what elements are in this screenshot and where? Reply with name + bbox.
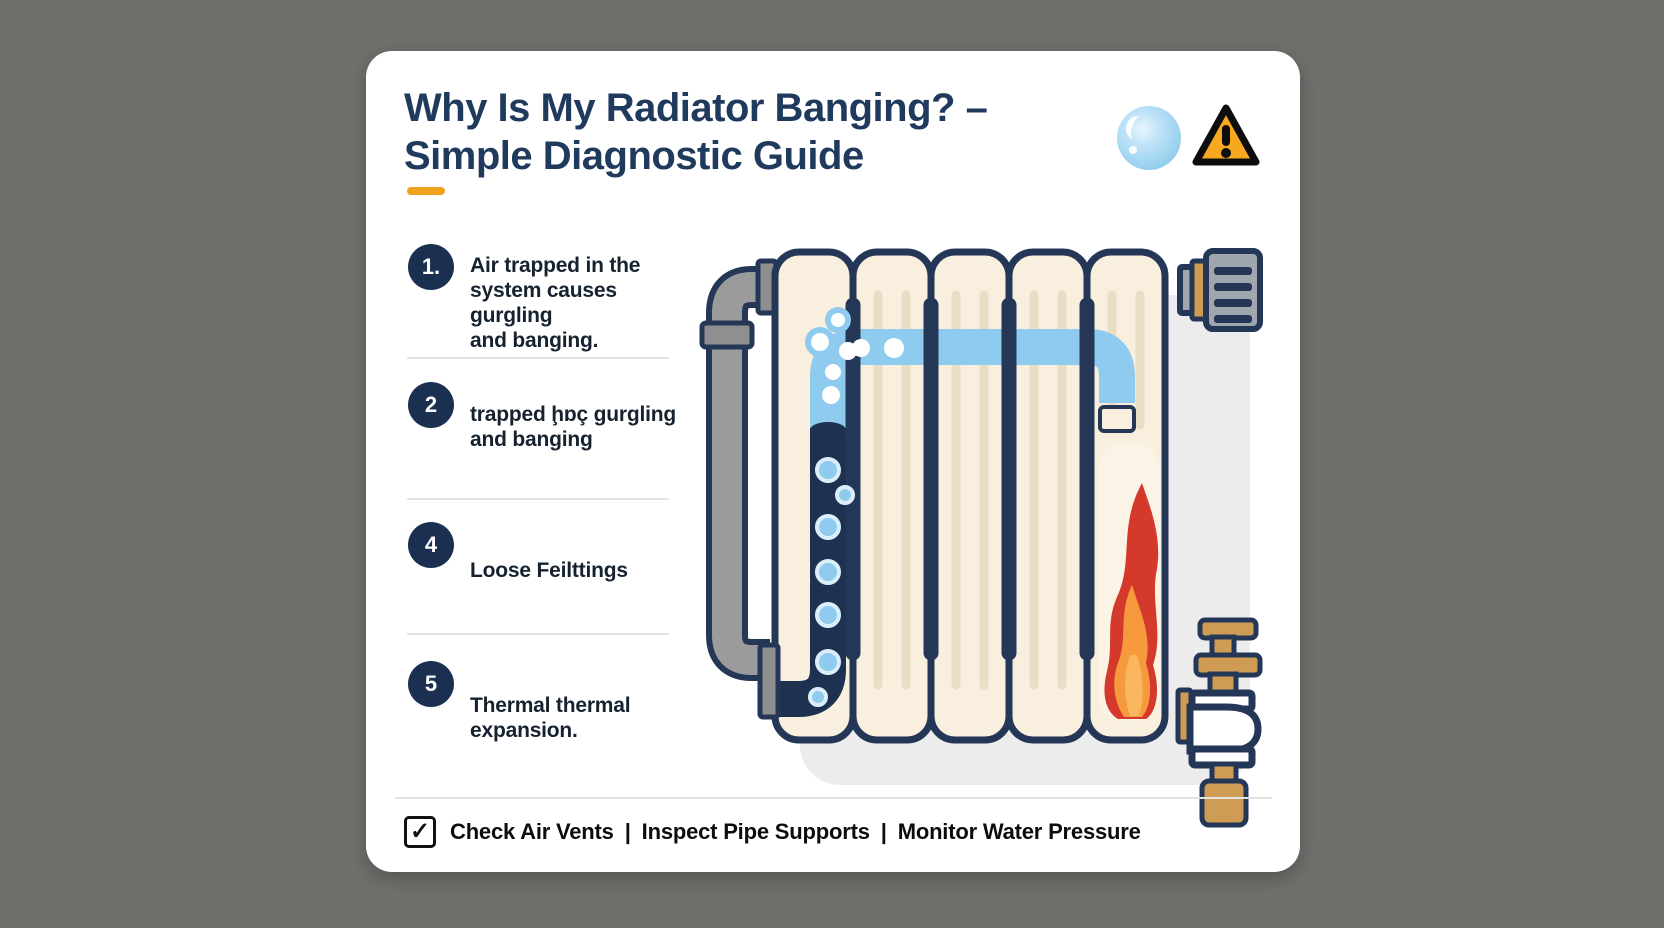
supply-pipe (699, 258, 779, 681)
footer-text: Check Air Vents | Inspect Pipe Supports | Mo… (450, 819, 1141, 845)
water-line (810, 422, 846, 438)
cause-text: Loose Feilttings (470, 559, 628, 582)
checkbox-icon: ✓ (404, 816, 436, 848)
pipe-collar-bottom (757, 642, 781, 720)
air-bubbles (805, 307, 904, 707)
list-divider (407, 357, 669, 359)
warning-triangle-icon (1192, 104, 1260, 166)
drain-valve (1175, 617, 1263, 828)
footer-item-monitor-water-pressure: Monitor Water Pressure (897, 819, 1141, 844)
checkmark: ✓ (409, 818, 431, 845)
pipe-ring (699, 320, 755, 350)
warning-exclamation-bar (1222, 125, 1230, 146)
flame-core-shape (1125, 655, 1143, 716)
footer-separator: | (880, 819, 887, 844)
cause-number-badge: 1. (408, 244, 454, 290)
title-line-2: Simple Diagnostic Guide (404, 134, 864, 178)
list-divider (407, 498, 669, 500)
cause-text: trapped ḩɒç gurgling and banging (470, 403, 676, 451)
footer-separator: | (624, 819, 631, 844)
page-title: Why Is My Radiator Banging? – Simple Dia… (404, 84, 1044, 180)
footer-divider (395, 797, 1272, 799)
air-bubble-icon (1117, 106, 1181, 170)
cause-number-badge: 5 (408, 661, 454, 707)
pipe-stub (1098, 405, 1136, 433)
radiator-illustration (699, 248, 1263, 828)
cause-text: Thermal thermal expansion. (470, 694, 631, 742)
list-divider (407, 633, 669, 635)
title-line-1: Why Is My Radiator Banging? – (404, 86, 988, 130)
cause-text: Air trapped in the system causes gurglin… (470, 254, 641, 352)
footer-checklist: ✓ Check Air Vents | Inspect Pipe Supports |… (404, 816, 1141, 848)
bleed-valve (1177, 248, 1263, 332)
cause-number-badge: 4 (408, 522, 454, 568)
radiator-fins (845, 297, 1095, 661)
warning-exclamation-dot (1221, 148, 1231, 158)
footer-item-check-air-vents: Check Air Vents (450, 819, 614, 844)
heat-flame (1098, 443, 1160, 721)
title-accent-dash (407, 187, 445, 195)
footer-item-inspect-pipe-supports: Inspect Pipe Supports (641, 819, 870, 844)
cause-number-badge: 2 (408, 382, 454, 428)
